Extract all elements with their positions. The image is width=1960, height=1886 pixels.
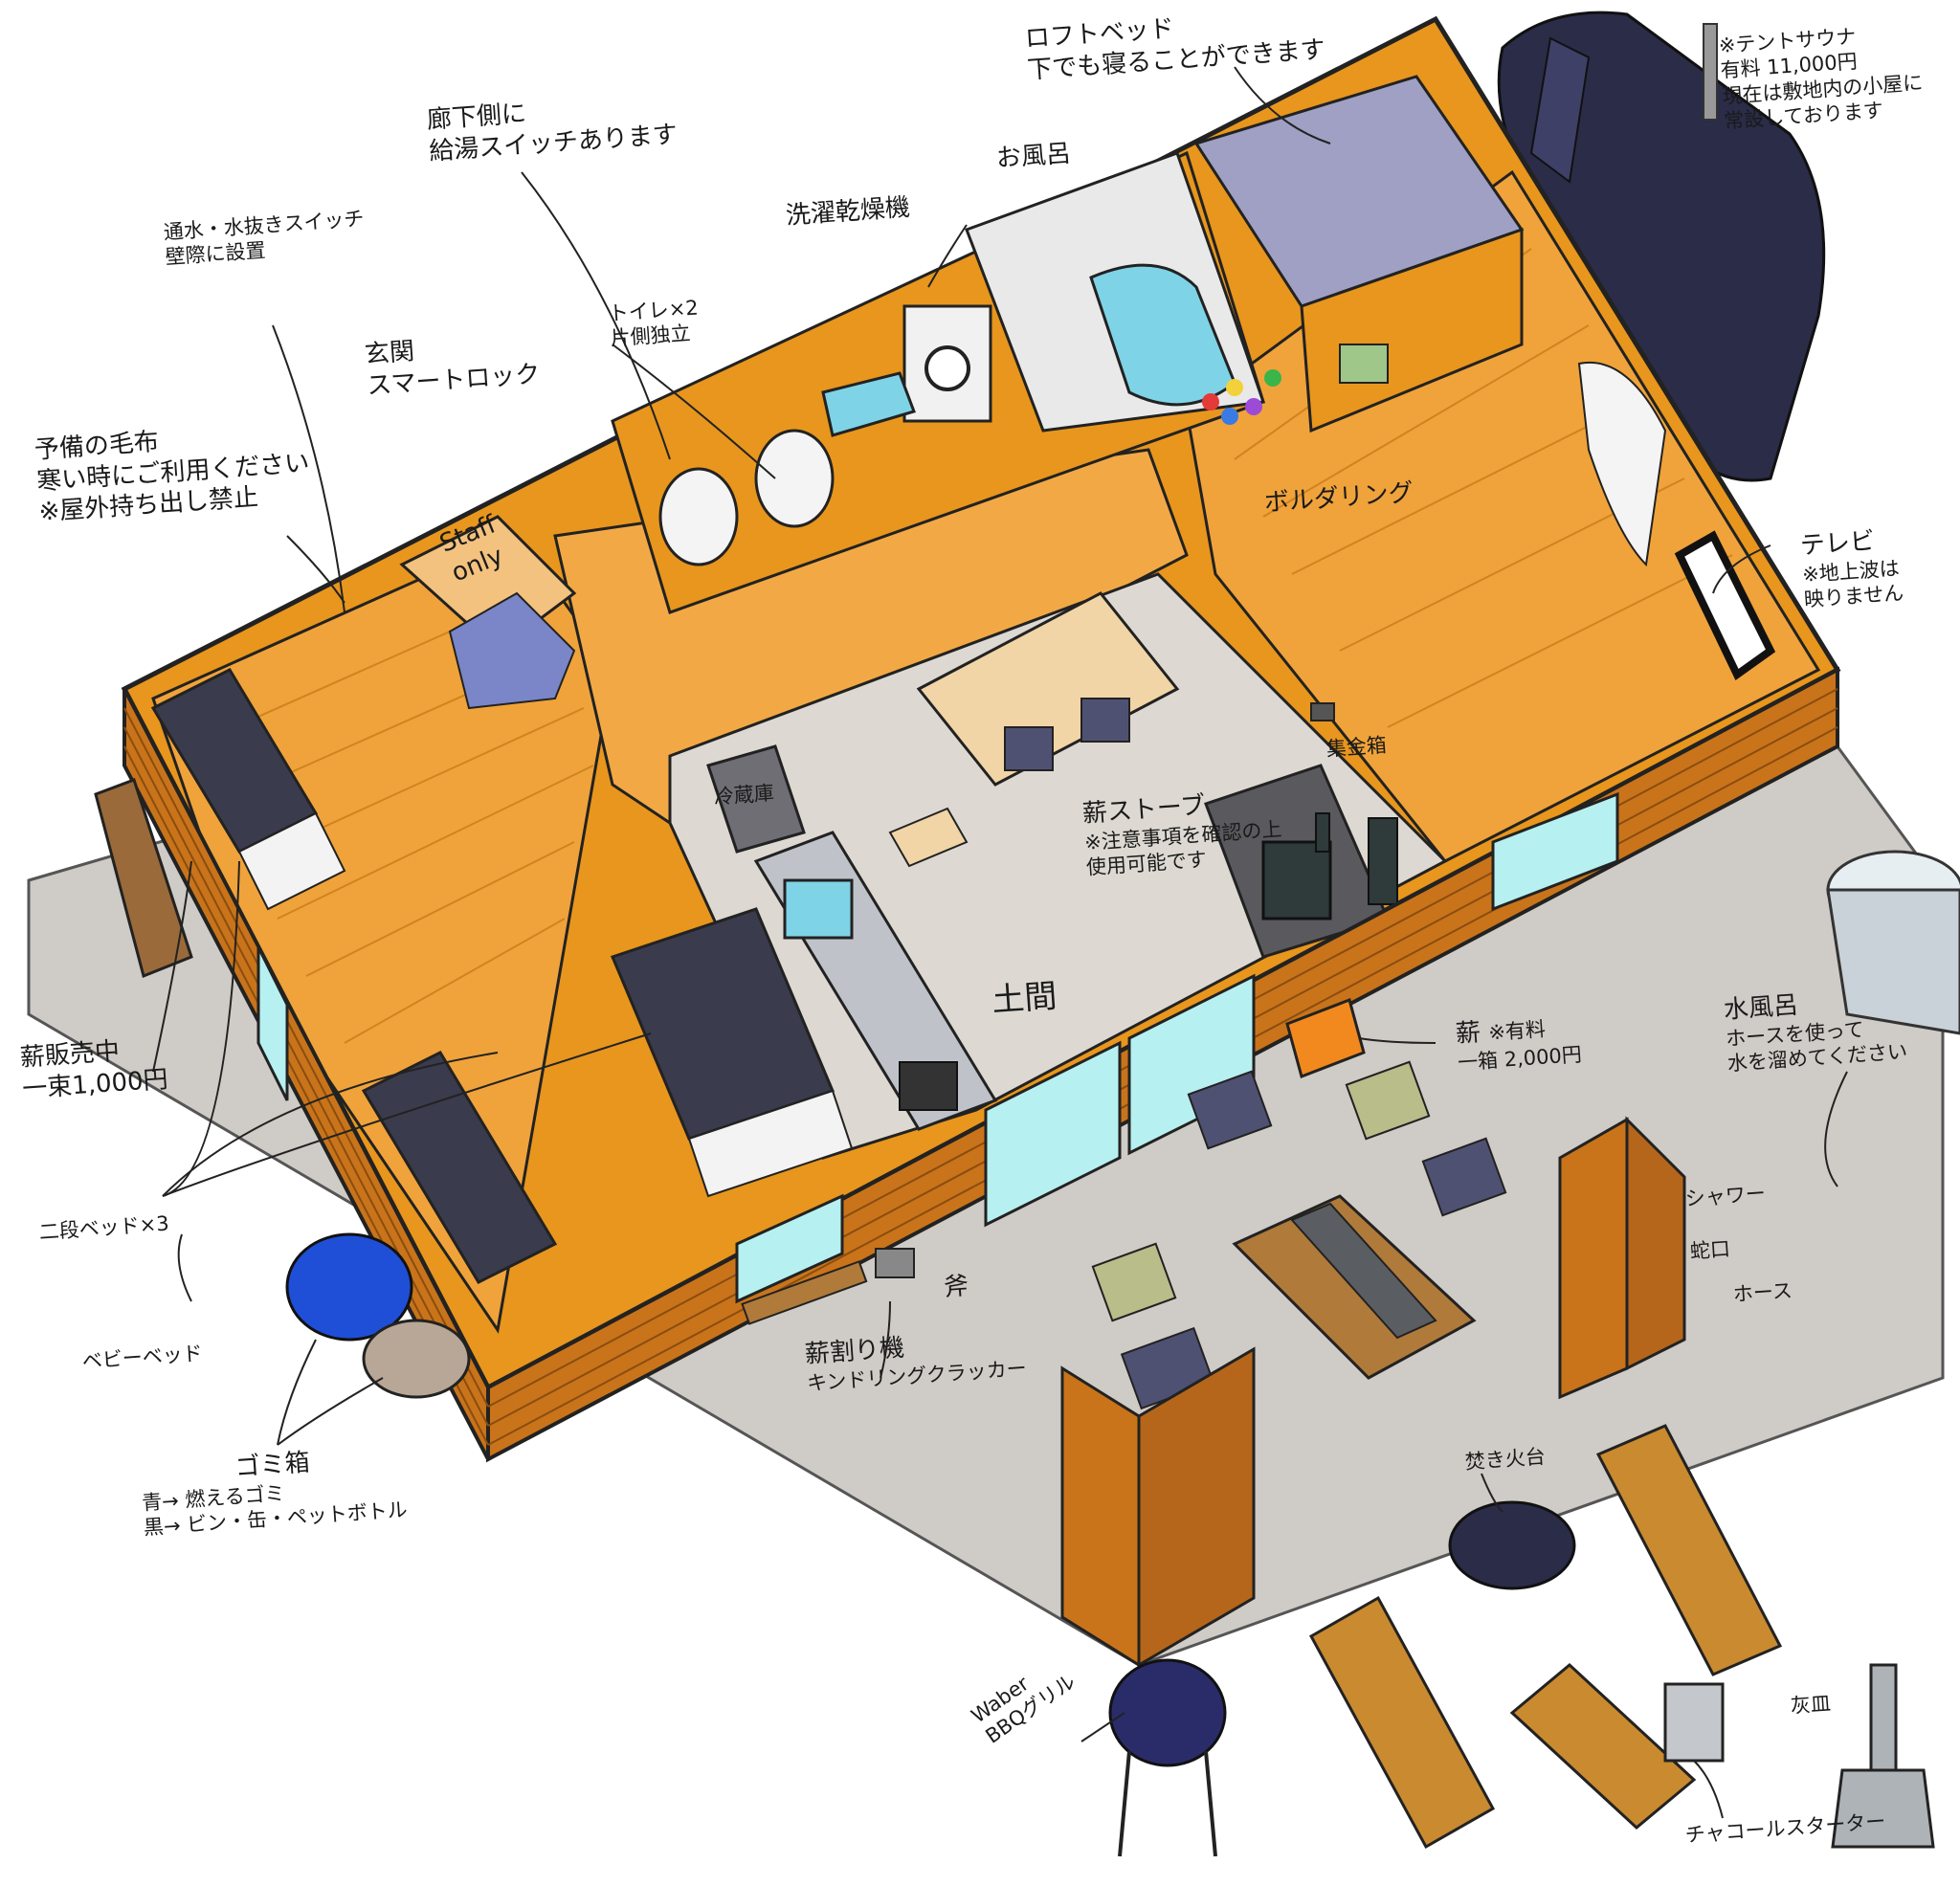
shower-partition xyxy=(1558,1117,1629,1400)
label-firewood-box: 薪 ※有料一箱 2,000円 xyxy=(1455,1017,1583,1075)
bench-1 xyxy=(1595,1424,1783,1676)
front-partition-wall xyxy=(1060,1365,1141,1668)
toilet-2 xyxy=(754,429,835,528)
weber-grill xyxy=(1108,1658,1227,1857)
label-firewood-sale: 薪販売中一束1,000円 xyxy=(19,1036,169,1104)
sink xyxy=(821,371,916,437)
firewood-rack xyxy=(94,778,193,979)
label-faucet: 蛇口 xyxy=(1689,1237,1731,1263)
label-water-bath: 水風呂ホースを使って水を溜めてください xyxy=(1723,990,1908,1076)
small-table xyxy=(888,807,969,868)
toilet-1 xyxy=(658,467,739,566)
fire-pit xyxy=(1448,1500,1576,1590)
label-wood-stove: 薪ストーブ※注意事項を確認の上使用可能です xyxy=(1081,791,1283,879)
refrigerator xyxy=(706,744,806,854)
black-trash-bin xyxy=(362,1319,471,1399)
label-axe: 斧 xyxy=(943,1272,970,1302)
window-left xyxy=(256,946,289,1101)
dining-chair-1 xyxy=(1004,726,1054,771)
bench-2 xyxy=(1308,1595,1496,1850)
label-spare-blanket: 予備の毛布寒い時にご利用ください※屋外持ち出し禁止 xyxy=(33,427,311,527)
window-curtain xyxy=(1577,361,1667,567)
firewood-box xyxy=(1285,998,1366,1078)
label-fridge: 冷蔵庫 xyxy=(713,781,775,809)
bench-3 xyxy=(1509,1663,1697,1830)
label-tent-sauna: ※テントサウナ有料 11,000円現在は敷地内の小屋に常設しております xyxy=(1718,24,1924,133)
glass-door-1 xyxy=(984,1040,1122,1228)
label-money-box: 集金箱 xyxy=(1325,733,1388,761)
money-box xyxy=(1310,702,1335,721)
dining-table xyxy=(916,591,1180,787)
ashtray-stand xyxy=(1831,1663,1935,1849)
annotation-leader-lines xyxy=(152,66,1848,1819)
blue-trash-bin xyxy=(285,1232,413,1342)
window-front xyxy=(1491,791,1619,912)
wood-stove xyxy=(1204,764,1398,959)
label-entrance: 玄関スマートロック xyxy=(364,337,542,401)
label-doma: 土間 xyxy=(991,977,1058,1020)
television xyxy=(1674,530,1776,681)
charcoal-starter xyxy=(1663,1682,1725,1763)
label-tv: テレビ※地上波は映りません xyxy=(1799,526,1904,611)
bouldering-holds xyxy=(1202,369,1281,425)
label-ashtray: 灰皿 xyxy=(1790,1692,1832,1718)
label-bath: お風呂 xyxy=(995,139,1072,173)
kindling-cracker xyxy=(741,1248,915,1325)
window-bedroom-front xyxy=(735,1193,844,1304)
dining-chair-2 xyxy=(1080,698,1130,743)
stove-top xyxy=(899,1061,958,1111)
label-hose: ホース xyxy=(1732,1278,1793,1306)
kitchen-sink xyxy=(783,878,854,940)
